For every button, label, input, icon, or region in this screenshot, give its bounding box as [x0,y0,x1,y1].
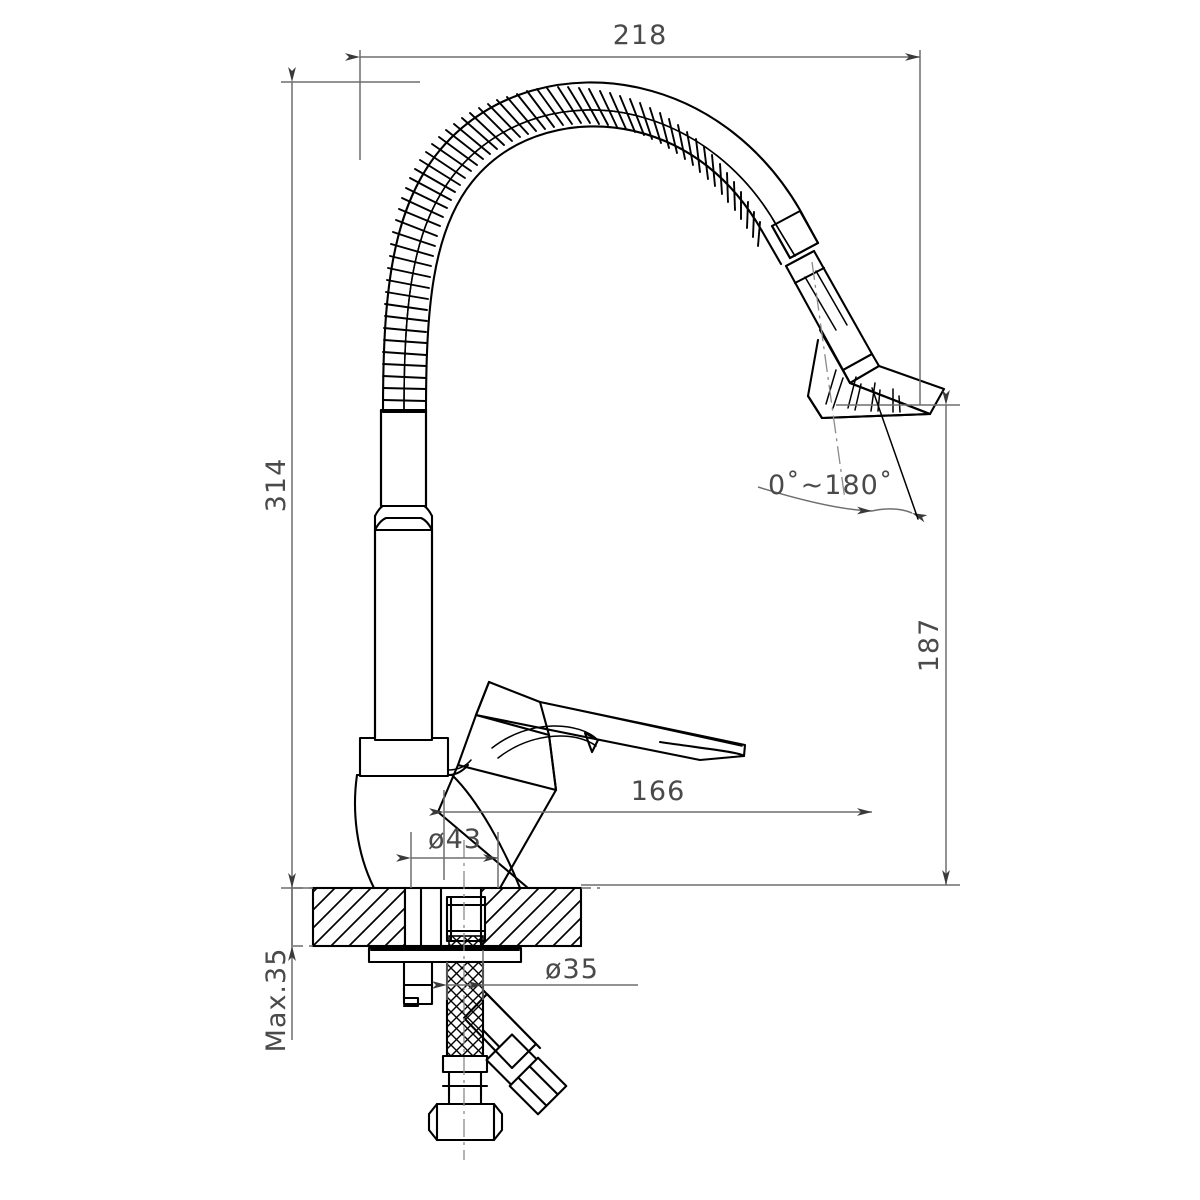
faucet-body [353,736,522,890]
dimension-218: 218 [345,20,921,405]
spray-head-nozzle [770,209,946,420]
dimension-166-label: 166 [631,776,686,807]
dimension-swivel-angle: 0˚~180˚ [757,387,928,523]
flexible-gooseneck-coil [381,81,820,414]
dimension-max35-label: Max.35 [261,948,292,1053]
dimension-dia43: ø43 [396,824,499,888]
mounting-nut [402,886,568,1142]
dimension-187-label: 187 [914,618,945,673]
dimension-swivel-angle-label: 0˚~180˚ [768,470,893,501]
dimension-dia35: ø35 [432,950,638,1000]
dimension-218-label: 218 [613,20,668,51]
riser-column [373,408,434,742]
dimension-314: 314 [261,67,420,889]
dimension-dia43-label: ø43 [428,824,482,855]
dimension-dia35-label: ø35 [545,954,599,985]
dimension-314-label: 314 [261,458,292,513]
spray-axis-centerline [811,261,846,501]
lever-handle [436,680,747,890]
dimension-187: 187 [581,390,960,886]
dimension-166: 166 [429,776,872,880]
braided-supply-hoses [445,960,485,1064]
dimension-max35: Max.35 [261,888,296,1053]
